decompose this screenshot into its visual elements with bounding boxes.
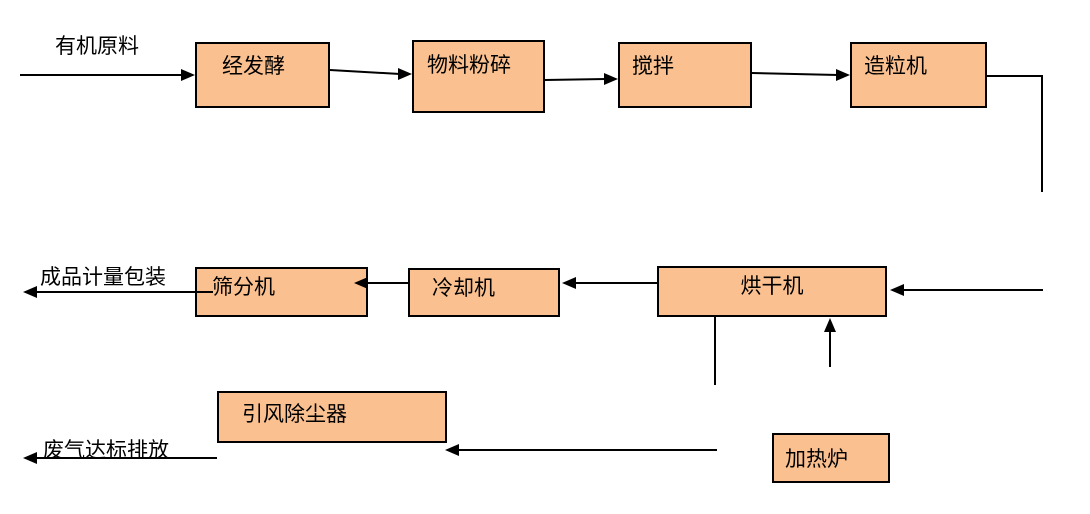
arrowhead-up-icon bbox=[824, 318, 836, 332]
edge-crushing-to-mixing bbox=[544, 73, 618, 85]
arrowhead-right-icon bbox=[836, 69, 850, 81]
edge-mixing-to-granulator bbox=[751, 69, 850, 81]
node-drying-machine: 烘干机 bbox=[657, 266, 887, 317]
edge-into-dust-collector bbox=[445, 444, 717, 456]
edge-granulator-down bbox=[987, 75, 1043, 192]
label-organic-raw-material: 有机原料 bbox=[55, 34, 139, 58]
arrowhead-left-icon bbox=[562, 277, 576, 289]
edge-line bbox=[751, 72, 839, 76]
arrowhead-right-icon bbox=[181, 69, 195, 81]
node-screening-machine: 筛分机 bbox=[195, 267, 368, 317]
edge-fermentation-to-crushing bbox=[329, 68, 412, 80]
arrowhead-left-icon bbox=[890, 284, 904, 296]
node-cooling-machine: 冷却机 bbox=[408, 268, 560, 317]
edge-dryer-to-cooler bbox=[562, 277, 657, 289]
edge-line bbox=[329, 69, 401, 75]
edge-into-dryer bbox=[890, 284, 1043, 296]
label-finished-product-packaging: 成品计量包装 bbox=[40, 265, 166, 289]
edge-line bbox=[544, 78, 607, 81]
arrowhead-left-icon bbox=[23, 286, 37, 298]
node-mixing: 搅拌 bbox=[618, 42, 752, 108]
arrowhead-right-icon bbox=[604, 73, 618, 85]
arrowhead-left-icon bbox=[445, 444, 459, 456]
arrowhead-left-icon bbox=[23, 452, 37, 464]
edge-line bbox=[987, 75, 1043, 192]
edge-heat-into-dryer bbox=[824, 318, 836, 367]
node-heating-furnace: 加热炉 bbox=[772, 433, 890, 483]
edge-input-to-fermentation bbox=[20, 69, 195, 81]
node-granulator: 造粒机 bbox=[850, 42, 987, 108]
label-exhaust-gas-discharge: 废气达标排放 bbox=[43, 438, 169, 462]
node-dust-collector: 引风除尘器 bbox=[217, 391, 447, 443]
node-material-crushing: 物料粉碎 bbox=[412, 40, 545, 113]
arrowhead-right-icon bbox=[398, 68, 412, 80]
node-fermentation: 经发酵 bbox=[195, 42, 330, 108]
